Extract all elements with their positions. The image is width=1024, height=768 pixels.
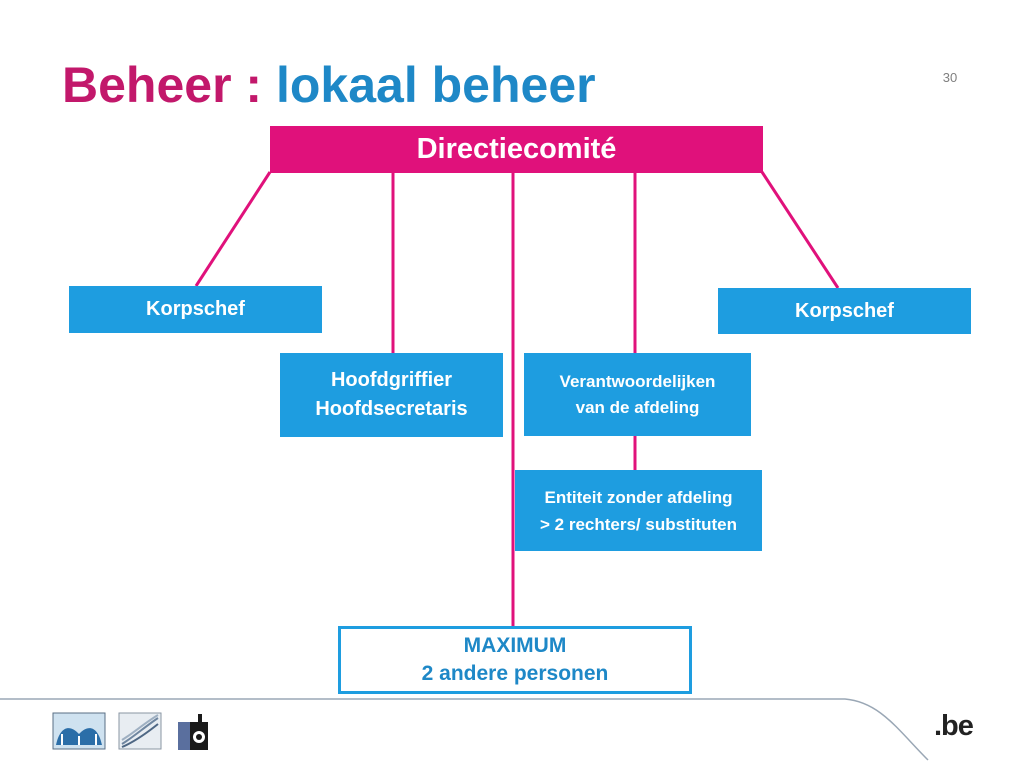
hoofdgriffier-label: Hoofdgriffier bbox=[330, 369, 453, 391]
hoofdsecretaris-label: Hoofdsecretaris bbox=[315, 398, 468, 420]
title-part-beheer: Beheer : bbox=[62, 57, 263, 113]
korpschef-left-label: Korpschef bbox=[146, 298, 245, 320]
emblem-logo-icon bbox=[178, 714, 208, 750]
maximum-box: MAXIMUM 2 andere personen bbox=[338, 626, 692, 694]
wave-logo-icon bbox=[118, 712, 162, 750]
korpschef-left-box: Korpschef bbox=[69, 286, 322, 333]
korpschef-right-box: Korpschef bbox=[718, 288, 971, 334]
slide-title: Beheer : lokaal beheer bbox=[62, 55, 596, 115]
be-logo: .be bbox=[934, 710, 974, 742]
rechters-label: > 2 rechters/ substituten bbox=[540, 514, 737, 534]
directiecomite-box: Directiecomité bbox=[270, 126, 763, 173]
andere-personen-label: 2 andere personen bbox=[421, 662, 609, 685]
entiteit-label: Entiteit zonder afdeling bbox=[544, 487, 733, 507]
korpschef-right-label: Korpschef bbox=[795, 299, 894, 322]
connector-korpschef-left bbox=[194, 171, 272, 287]
verantwoordelijken-label: Verantwoordelijken bbox=[559, 371, 716, 391]
maximum-label: MAXIMUM bbox=[463, 634, 567, 657]
verantwoordelijken-box: Verantwoordelijken van de afdeling bbox=[524, 353, 751, 436]
van-de-afdeling-label: van de afdeling bbox=[575, 397, 700, 417]
title-part-lokaal-beheer: lokaal beheer bbox=[275, 57, 596, 113]
arch-logo-icon bbox=[52, 712, 106, 750]
hoofdgriffier-box: Hoofdgriffier Hoofdsecretaris bbox=[280, 353, 503, 437]
directiecomite-label: Directiecomité bbox=[416, 133, 617, 165]
connector-korpschef-right bbox=[760, 171, 840, 289]
entiteit-box: Entiteit zonder afdeling > 2 rechters/ s… bbox=[515, 470, 762, 551]
slide-number: 30 bbox=[942, 70, 958, 85]
